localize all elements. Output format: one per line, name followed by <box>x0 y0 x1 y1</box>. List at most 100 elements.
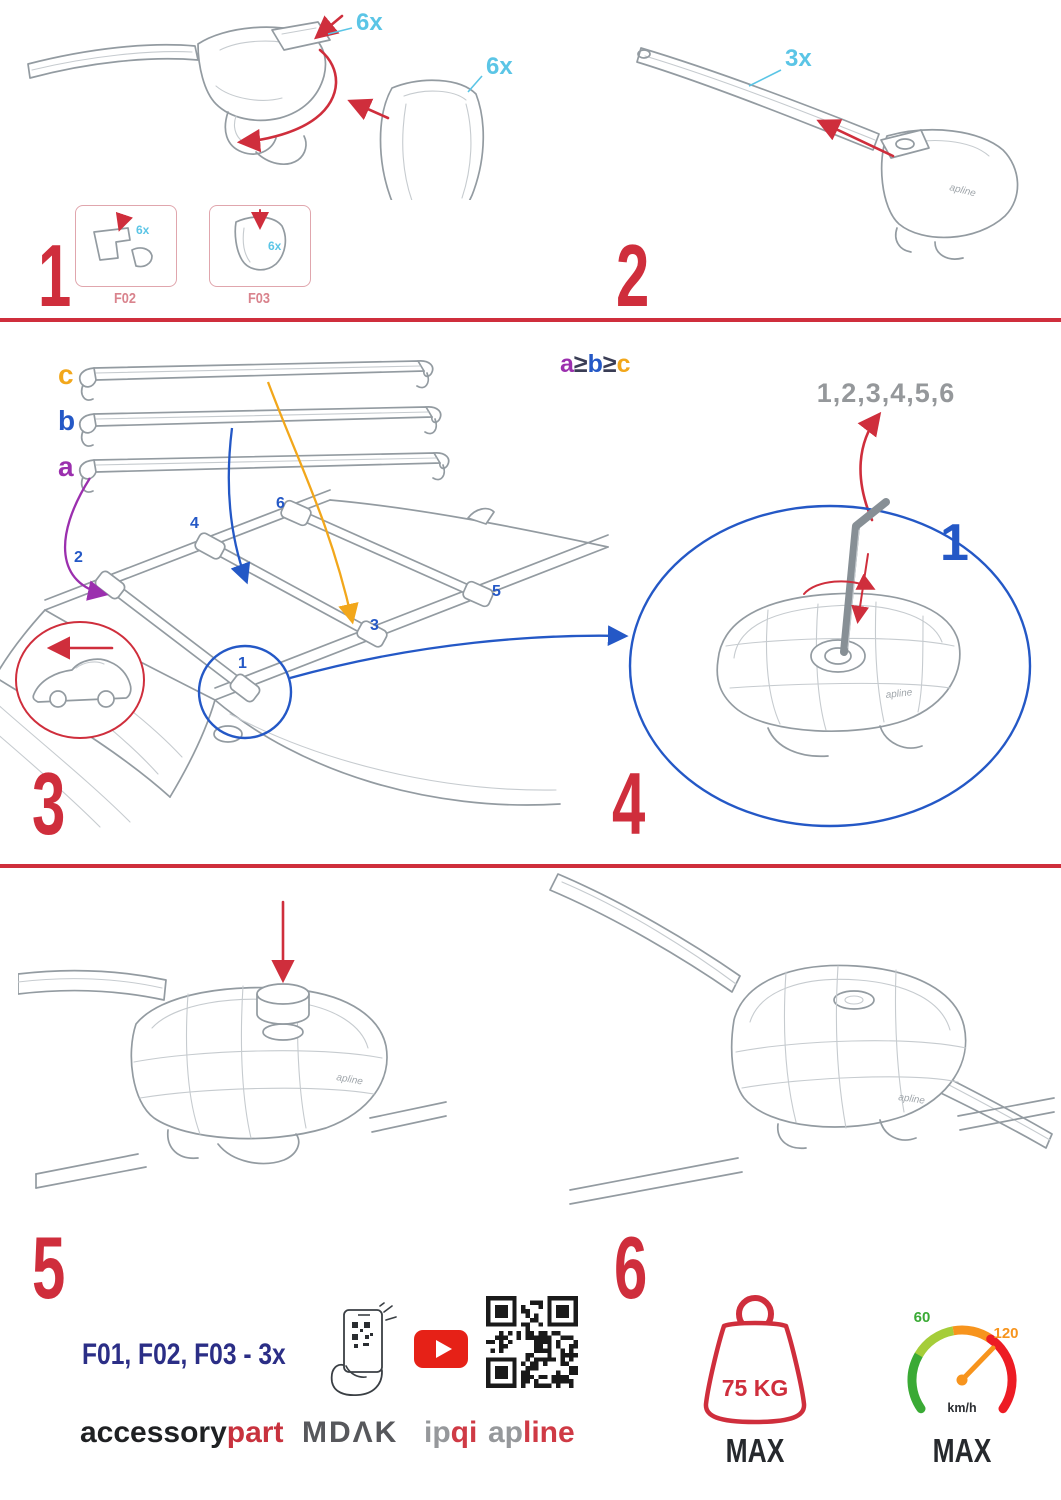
speed-high-value: 120 <box>993 1325 1018 1342</box>
position-number-4: 4 <box>190 515 199 532</box>
product-logo-on-foot: apline <box>335 1072 364 1088</box>
qty-label-cover: 6x <box>356 9 383 36</box>
arrow-wrap-clamp <box>236 48 338 153</box>
guide-arrow-a <box>63 477 109 601</box>
part-thumbnail-f03: 6x <box>209 205 311 287</box>
arrow-to-detail <box>289 625 629 680</box>
roof-rail <box>569 1097 1055 1191</box>
step5-illustration: apline <box>18 900 447 1189</box>
part-f03-sketch: 6x <box>234 209 287 271</box>
step4-illustration: 1,2,3,4,5,6 1 apline <box>628 378 1032 828</box>
product-logo-on-foot: apline <box>898 1092 926 1107</box>
speed-unit-label: km/h <box>947 1401 976 1415</box>
position-number-1: 1 <box>238 655 247 672</box>
step6-illustration: apline <box>549 873 1055 1205</box>
product-logo-on-foot: apline <box>885 687 913 701</box>
antenna-fin <box>467 507 495 525</box>
brand-accessorypart: accessorypart <box>80 1416 283 1450</box>
step5-number: 5 <box>32 1218 66 1317</box>
crossbar-b-drawing <box>78 406 442 447</box>
brand-ipqi: ipqi <box>424 1416 477 1450</box>
qty-label-f02: 6x <box>136 223 150 237</box>
section-divider <box>0 864 1061 868</box>
arrow-cover-install <box>314 14 344 40</box>
detail-callout-number: 1 <box>940 514 969 572</box>
position-number-6: 6 <box>276 495 285 512</box>
speed-max-label: MAX <box>932 1432 992 1469</box>
weight-max-label: MAX <box>725 1432 785 1469</box>
car-direction-inset <box>15 621 145 739</box>
brand-ip-text: ip <box>424 1416 451 1449</box>
qr-code-icon <box>486 1296 578 1388</box>
part-thumbnail-f02: 6x <box>75 205 177 287</box>
crossbar-drawing <box>636 47 880 151</box>
guide-arrow-b <box>227 427 251 585</box>
rule-c: c <box>616 350 631 378</box>
step2-illustration: apline 3x <box>636 45 1019 260</box>
allen-key-drawing <box>840 498 890 656</box>
qty-label-bars: 3x <box>785 45 812 72</box>
step6-number: 6 <box>614 1218 648 1317</box>
brand-qi-text: qi <box>450 1416 478 1449</box>
max-weight-value: 75 KG <box>722 1375 788 1401</box>
part-label-f03: F03 <box>248 290 270 307</box>
foot-drawing <box>880 129 1019 239</box>
mounted-middle-bar <box>194 532 388 648</box>
rule-b: b <box>587 350 603 378</box>
guide-arrow-c <box>266 381 359 625</box>
step4-number: 4 <box>612 754 646 853</box>
roof-rail <box>35 1101 447 1175</box>
bar-label-c: c <box>58 359 74 390</box>
speedometer-needle <box>959 1345 996 1383</box>
brand-part-text: part <box>226 1416 284 1449</box>
bar-label-b: b <box>58 405 75 436</box>
phone-scan-icon <box>330 1302 397 1397</box>
speed-limit-icon: 60 120 km/h <box>907 1309 1019 1415</box>
brand-ap-text: ap <box>488 1416 524 1449</box>
rule-gte-2: ≥ <box>602 350 617 378</box>
foot-drawing: apline <box>130 985 388 1165</box>
step2-number: 2 <box>616 226 650 325</box>
end-cap-drawing <box>379 79 485 200</box>
bar-label-a: a <box>58 451 74 482</box>
crossbar-drawing <box>549 873 741 993</box>
speed-low-value: 60 <box>914 1309 931 1326</box>
position-number-5: 5 <box>492 583 501 600</box>
brand-mdak: MDΛK <box>302 1416 399 1449</box>
tightening-sequence: 1,2,3,4,5,6 <box>817 378 956 408</box>
step3-number: 3 <box>32 754 66 853</box>
rule-a: a <box>560 350 574 378</box>
section-divider <box>0 318 1061 322</box>
marker-defs <box>0 0 1 1</box>
locking-knob-drawing <box>256 983 310 1041</box>
foot-closeup-drawing: apline <box>716 592 961 758</box>
weight-limit-icon: 75 KG <box>703 1295 807 1425</box>
step3-illustration: c b a <box>0 359 629 828</box>
position-number-2: 2 <box>74 549 83 566</box>
bar-socket <box>895 138 915 150</box>
qty-label-f03: 6x <box>268 239 282 253</box>
detail-circle <box>628 504 1032 828</box>
arrow-rotate-key <box>803 573 876 595</box>
bar-order-rule: a≥b≥c <box>560 350 631 379</box>
right-rail <box>214 534 609 689</box>
brand-apline: apline <box>488 1416 575 1450</box>
crossbar-c-drawing <box>78 360 434 401</box>
foot-drawing: apline <box>730 964 967 1150</box>
position-number-3: 3 <box>370 617 379 634</box>
brand-line-text: line <box>523 1416 575 1449</box>
bar-end-opening <box>637 49 651 59</box>
step1-illustration: 6x 6x <box>27 9 513 200</box>
qty-label-cap: 6x <box>486 53 513 80</box>
part-label-f02: F02 <box>114 290 136 307</box>
arrow-bar-insert <box>816 119 895 158</box>
brand-accessory-text: accessory <box>80 1416 227 1449</box>
youtube-icon <box>414 1330 468 1368</box>
arrow-to-sequence <box>857 411 882 522</box>
foot1-highlight-circle <box>197 644 293 740</box>
crossbar-drawing <box>18 969 167 1001</box>
arrow-cap-to-foot <box>347 98 390 121</box>
crossbar-drawing <box>27 43 199 79</box>
part-f02-sketch: 6x <box>93 211 153 268</box>
